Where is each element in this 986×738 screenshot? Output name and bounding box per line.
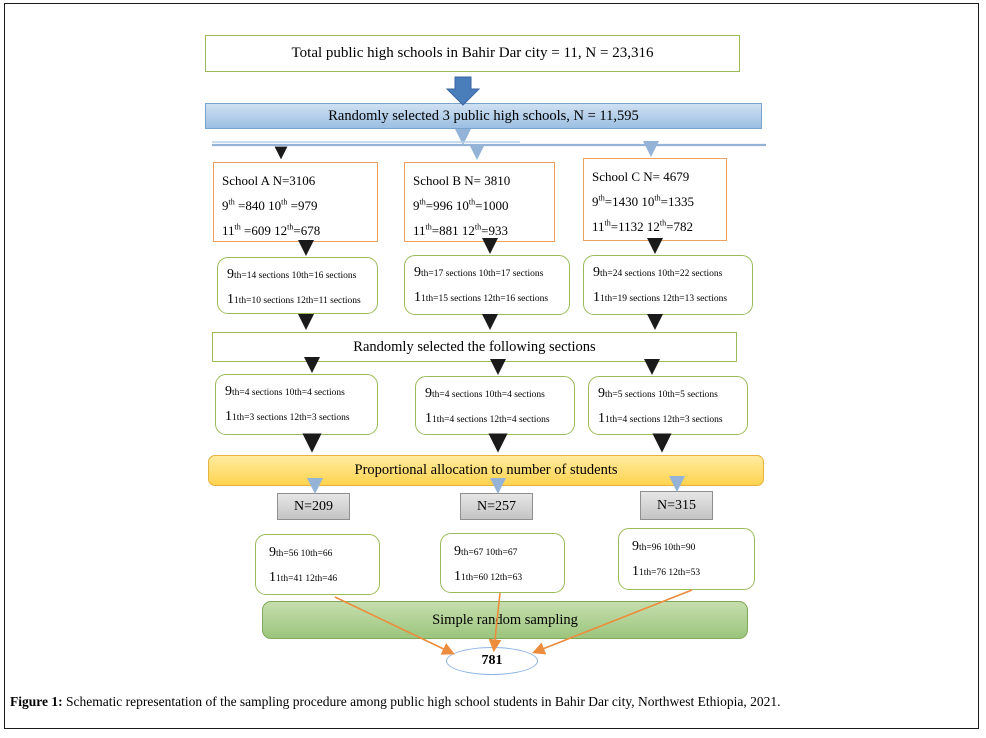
- final-a-line2: 11th=41 12th=46: [269, 570, 338, 585]
- allocation-n-box-b: N=257: [460, 493, 533, 520]
- allocation-n-a-label: N=209: [293, 498, 333, 514]
- school-c-grades-1: 9th=1430 10th=1335: [592, 193, 694, 209]
- final-b-line1: 9th=67 10th=67: [454, 544, 518, 559]
- selected-sections-box-b: 9th=4 sections 10th=4 sections 11th=4 se…: [415, 376, 575, 435]
- total-schools-box: Total public high schools in Bahir Dar c…: [205, 35, 740, 72]
- school-a-box: School A N=3106 9th =840 10th =979 11th …: [213, 162, 378, 242]
- selected-schools-label: Randomly selected 3 public high schools,…: [328, 107, 639, 124]
- final-c-line2: 11th=76 12th=53: [632, 564, 701, 579]
- simple-random-sampling-label: Simple random sampling: [432, 611, 578, 628]
- sections-b-line1: 9th=17 sections 10th=17 sections: [414, 265, 544, 280]
- selected-a-line1: 9th=4 sections 10th=4 sections: [225, 384, 345, 399]
- sections-box-a: 9th=14 sections 10th=16 sections 11th=10…: [217, 257, 378, 314]
- figure-caption: Figure 1: Schematic representation of th…: [10, 694, 972, 710]
- sections-c-line1: 9th=24 sections 10th=22 sections: [593, 265, 723, 280]
- selected-sections-box-c: 9th=5 sections 10th=5 sections 11th=4 se…: [588, 376, 748, 435]
- final-a-line1: 9th=56 10th=66: [269, 545, 333, 560]
- school-b-box: School B N= 3810 9th=996 10th=1000 11th=…: [404, 162, 555, 242]
- selected-b-line2: 11th=4 sections 12th=4 sections: [425, 411, 550, 426]
- final-c-line1: 9th=96 10th=90: [632, 539, 696, 554]
- figure-caption-text: Schematic representation of the sampling…: [62, 694, 781, 709]
- school-a-title: School A N=3106: [222, 173, 316, 188]
- selected-a-line2: 11th=3 sections 12th=3 sections: [225, 409, 350, 424]
- school-b-title: School B N= 3810: [413, 173, 511, 188]
- final-b-line2: 11th=60 12th=63: [454, 569, 523, 584]
- allocation-n-box-a: N=209: [277, 493, 350, 520]
- school-a-grades-1: 9th =840 10th =979: [222, 197, 318, 213]
- random-sections-label: Randomly selected the following sections: [353, 338, 596, 355]
- proportional-allocation-label: Proportional allocation to number of stu…: [354, 462, 618, 478]
- allocation-n-box-c: N=315: [640, 491, 713, 520]
- total-sample-ellipse: 781: [446, 647, 538, 675]
- total-sample-value: 781: [481, 653, 503, 668]
- total-schools-label: Total public high schools in Bahir Dar c…: [291, 45, 654, 61]
- sections-b-line2: 11th=15 sections 12th=16 sections: [414, 290, 549, 305]
- simple-random-sampling-box: Simple random sampling: [262, 601, 748, 639]
- school-c-title: School C N= 4679: [592, 169, 690, 184]
- figure-frame: [4, 3, 979, 729]
- selected-c-line2: 11th=4 sections 12th=3 sections: [598, 411, 723, 426]
- sections-box-b: 9th=17 sections 10th=17 sections 11th=15…: [404, 255, 570, 315]
- allocation-n-c-label: N=315: [656, 497, 696, 513]
- random-sections-box: Randomly selected the following sections: [212, 332, 737, 362]
- final-sample-box-a: 9th=56 10th=66 11th=41 12th=46: [255, 534, 380, 595]
- sections-a-line2: 11th=10 sections 12th=11 sections: [227, 292, 361, 307]
- selected-c-line1: 9th=5 sections 10th=5 sections: [598, 386, 718, 401]
- figure-caption-label: Figure 1:: [10, 694, 63, 709]
- school-b-grades-1: 9th=996 10th=1000: [413, 197, 509, 213]
- selected-b-line1: 9th=4 sections 10th=4 sections: [425, 386, 545, 401]
- school-b-grades-2: 11th=881 12th=933: [413, 222, 508, 238]
- final-sample-box-b: 9th=67 10th=67 11th=60 12th=63: [440, 533, 565, 593]
- school-a-grades-2: 11th =609 12th=678: [222, 222, 321, 238]
- sections-a-line1: 9th=14 sections 10th=16 sections: [227, 267, 357, 282]
- selected-schools-bar: Randomly selected 3 public high schools,…: [205, 103, 762, 129]
- proportional-allocation-box: Proportional allocation to number of stu…: [208, 455, 764, 486]
- selected-sections-box-a: 9th=4 sections 10th=4 sections 11th=3 se…: [215, 374, 378, 435]
- sections-c-line2: 11th=19 sections 12th=13 sections: [593, 290, 728, 305]
- final-sample-box-c: 9th=96 10th=90 11th=76 12th=53: [618, 528, 755, 590]
- school-c-grades-2: 11th=1132 12th=782: [592, 218, 694, 234]
- allocation-n-b-label: N=257: [476, 498, 516, 514]
- school-c-box: School C N= 4679 9th=1430 10th=1335 11th…: [583, 158, 727, 241]
- sections-box-c: 9th=24 sections 10th=22 sections 11th=19…: [583, 255, 753, 315]
